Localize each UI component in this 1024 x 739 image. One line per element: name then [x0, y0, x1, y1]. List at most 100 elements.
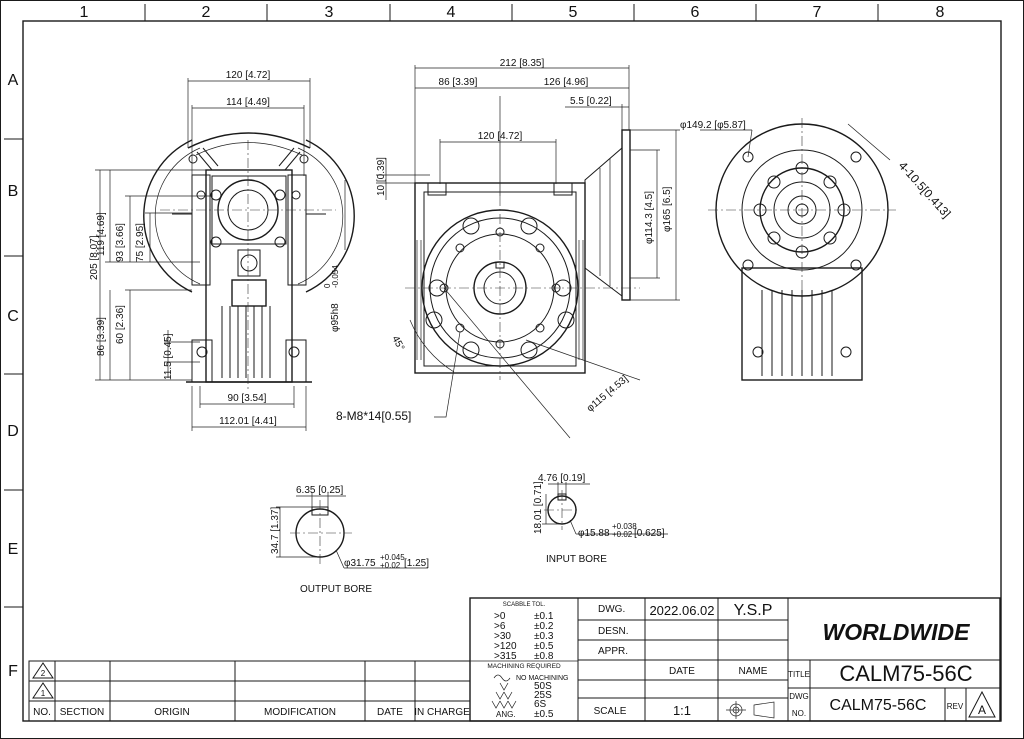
- dim-front-width-212: 212 [8.35]: [500, 58, 545, 69]
- finish-symbol-2: [495, 691, 513, 700]
- dim-front-height-10: 10 [0.39]: [376, 157, 387, 196]
- scale-value: 1:1: [673, 703, 691, 718]
- dwg-no-label-2: NO.: [792, 709, 806, 718]
- rev-header-in-charge: IN CHARGE: [414, 707, 470, 718]
- column-label-7: 7: [813, 4, 822, 21]
- dim-front-bolts: 8-M8*14[0.55]: [336, 409, 411, 423]
- title-block: SCABBLE TOL. >0 ±0.1 >6 ±0.2 >30 ±0.3 >1…: [469, 597, 1001, 722]
- tol-header: SCABBLE TOL.: [503, 602, 546, 608]
- dim-flange-phi149: φ149.2 [φ5.87]: [680, 120, 746, 131]
- dim-front-phi114: φ114.3 [4.5]: [644, 191, 655, 244]
- appr-label: APPR.: [598, 646, 628, 657]
- input-bore-dia-in: [0.625]: [634, 528, 665, 539]
- rev-header-origin: ORIGIN: [154, 707, 190, 718]
- no-machining-symbol: [493, 674, 511, 682]
- tol-range-2: >30: [494, 631, 511, 642]
- column-label-5: 5: [569, 4, 578, 21]
- output-bore-tol-dn: +0.02: [380, 561, 401, 570]
- input-bore-tol-dn: +0.02: [612, 530, 633, 539]
- rev-value: A: [978, 703, 986, 717]
- input-bore-label: INPUT BORE: [546, 554, 607, 565]
- tol-range-1: >6: [494, 621, 506, 632]
- date-label: DATE: [669, 666, 695, 677]
- tol-value-0: ±0.1: [534, 611, 554, 622]
- row-label-b: B: [8, 183, 19, 200]
- column-zone-markers: 1 2 3 4 5 6 7 8: [80, 4, 945, 21]
- rev-label: REV: [947, 702, 964, 711]
- tol-range-3: >120: [494, 641, 517, 652]
- output-bore-tol-up: +0.045: [380, 553, 405, 562]
- tol-value-2: ±0.3: [534, 631, 554, 642]
- machining-header: MACHINING REQUIRED: [487, 663, 561, 670]
- finish-symbol-1: [499, 682, 509, 691]
- column-label-1: 1: [80, 4, 89, 21]
- input-bore-height: 18.01 [0.71]: [533, 481, 544, 534]
- row-label-f: F: [8, 663, 18, 680]
- column-label-2: 2: [202, 4, 211, 21]
- row-label-d: D: [7, 423, 19, 440]
- dwg-no-label-1: DWG: [789, 692, 809, 701]
- company-name: WORLDWIDE: [823, 619, 971, 645]
- dwg-no-value: CALM75-56C: [830, 697, 927, 714]
- dim-side-width-90: 90 [3.54]: [228, 393, 267, 404]
- finish-symbol-3: [491, 700, 517, 709]
- author-value: Y.S.P: [734, 602, 773, 619]
- title-label: TITLE: [788, 670, 810, 679]
- tol-range-4: >315: [494, 651, 517, 662]
- rev-header-modification: MODIFICATION: [264, 707, 336, 718]
- dim-side-width-112: 112.01 [4.41]: [219, 416, 277, 427]
- input-bore-tol-up: +0.038: [612, 522, 637, 531]
- dim-side-height-75: 75 [2.95]: [135, 223, 146, 262]
- output-bore-detail: 6.35 [0.25] 34.7 [1.37] φ31.75 +0.045 +0…: [270, 485, 429, 595]
- rev-header-date: DATE: [377, 707, 403, 718]
- column-label-4: 4: [447, 4, 456, 21]
- revision-row-2: 2: [41, 669, 46, 678]
- tol-value-3: ±0.5: [534, 641, 554, 652]
- rev-triangle-icon: [968, 690, 996, 718]
- output-bore-key: 6.35 [0.25]: [296, 485, 343, 496]
- finish-50s: 50S: [534, 681, 552, 692]
- output-bore-label: OUTPUT BORE: [300, 584, 372, 595]
- rev-header-no: NO.: [33, 707, 51, 718]
- finish-6s: 6S: [534, 699, 547, 710]
- dim-side-height-11-5: 11.5 [0.45]: [163, 333, 174, 380]
- column-label-6: 6: [691, 4, 700, 21]
- dim-side-height-119: 119 [4.69]: [96, 212, 107, 256]
- output-bore-dia: φ31.75: [344, 558, 376, 569]
- dim-side-width-114: 114 [4.49]: [226, 97, 270, 108]
- dim-front-width-126: 126 [4.96]: [544, 77, 589, 88]
- finish-25s: 25S: [534, 690, 552, 701]
- output-bore-dia-in: [1.25]: [404, 558, 429, 569]
- dim-side-height-86: 86 [3.39]: [96, 317, 107, 356]
- output-bore-height: 34.7 [1.37]: [270, 507, 281, 554]
- title-value: CALM75-56C: [839, 661, 972, 686]
- dim-front-width-120: 120 [4.72]: [478, 131, 523, 142]
- dim-side-height-93: 93 [3.66]: [115, 223, 126, 262]
- column-label-8: 8: [936, 4, 945, 21]
- angle-tol: ±0.5: [534, 709, 554, 720]
- dim-side-phi95-tol-up: 0: [323, 283, 332, 288]
- rev-header-section: SECTION: [60, 707, 104, 718]
- revision-table: 2 1 NO. SECTION ORIGIN MODIFICATION DATE…: [28, 660, 471, 722]
- angle-label: ANG.: [496, 710, 516, 719]
- row-zone-markers: A B C D E F: [4, 72, 23, 680]
- tol-range-0: >0: [494, 611, 506, 622]
- dwg-label: DWG.: [598, 604, 625, 615]
- dim-side-phi95-tol-dn: -0.054: [331, 265, 340, 288]
- input-bore-detail: 4.76 [0.19] 18.01 [0.71] φ15.88 +0.038 +…: [533, 473, 668, 565]
- tol-value-1: ±0.2: [534, 621, 554, 632]
- dim-front-phi165: φ165 [6.5]: [662, 186, 673, 232]
- row-label-a: A: [8, 72, 19, 89]
- column-label-3: 3: [325, 4, 334, 21]
- dim-side-height-60: 60 [2.36]: [115, 305, 126, 344]
- dim-front-width-86: 86 [3.39]: [439, 77, 478, 88]
- projection-symbol-icon: [726, 701, 775, 719]
- input-bore-dia: φ15.88: [578, 528, 610, 539]
- input-bore-key: 4.76 [0.19]: [538, 473, 585, 484]
- scale-label: SCALE: [594, 706, 627, 717]
- dim-side-phi95: φ95h8: [330, 303, 341, 332]
- revision-row-1: 1: [41, 689, 46, 698]
- no-machining-label: NO MACHINING: [516, 675, 569, 682]
- name-label: NAME: [739, 666, 768, 677]
